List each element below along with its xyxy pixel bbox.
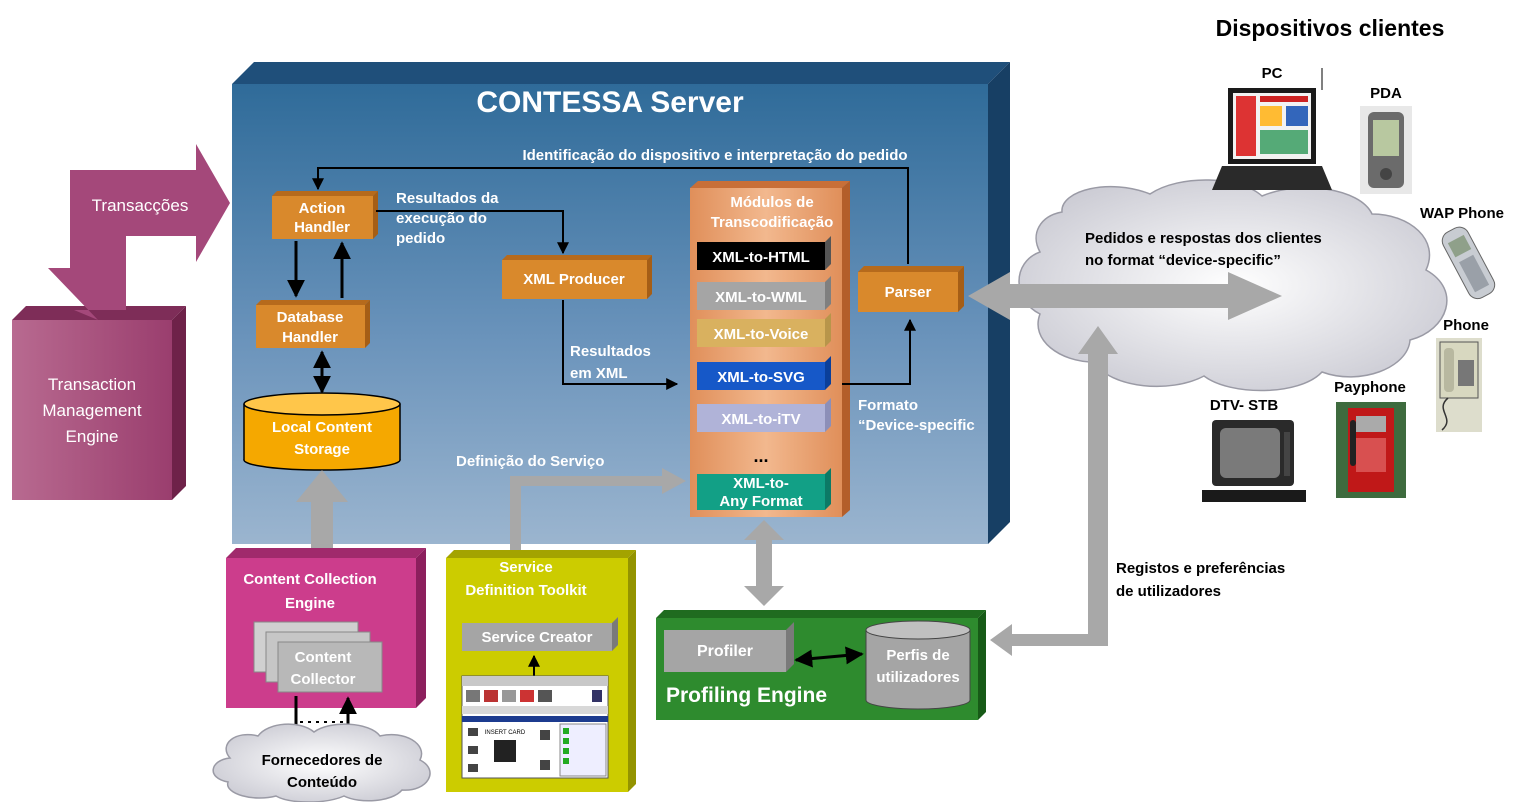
module-xml-to-html: XML-to-HTML: [697, 236, 831, 270]
profiling-engine-label: Profiling Engine: [666, 684, 827, 707]
arrow-cce-to-storage: [296, 470, 348, 548]
arrow-sdt-to-modules: [510, 468, 686, 550]
parser: Parser: [858, 266, 964, 312]
database-handler-label-2: Handler: [282, 329, 338, 346]
registos-label-1: Registos e preferências: [1116, 560, 1285, 577]
device-pc-label: PC: [1262, 65, 1283, 82]
profiles-label-1: Perfis de: [886, 647, 949, 664]
results-exec-2: execução do: [396, 210, 487, 227]
cloud-text-1: Pedidos e respostas dos clientes: [1085, 230, 1322, 247]
modules-title-2: Transcodificação: [711, 214, 834, 231]
toolkit-screenshot-text: INSERT CARD: [485, 730, 526, 736]
device-wap-label: WAP Phone: [1420, 205, 1504, 222]
xml-producer-label: XML Producer: [523, 271, 625, 288]
module-xml-to-voice: XML-to-Voice: [697, 313, 831, 347]
sdt-title-2: Definition Toolkit: [465, 582, 586, 599]
diagram-title: Dispositivos clientes: [1216, 15, 1445, 41]
device-dtv-label: DTV- STB: [1210, 397, 1279, 414]
module-xml-to-itv: XML-to-iTV: [697, 398, 831, 432]
local-content-storage: Local Content Storage: [243, 392, 401, 471]
profiling-engine: Profiler Perfis de utilizadores Profilin…: [656, 610, 986, 720]
module-any-label-1: XML-to-: [733, 475, 789, 492]
action-handler-label-2: Handler: [294, 219, 350, 236]
modules-title-1: Módulos de: [730, 194, 813, 211]
server-title: CONTESSA Server: [476, 86, 744, 119]
module-any-label-2: Any Format: [719, 493, 802, 510]
arrow-modules-profiling: [744, 520, 784, 606]
transactions-label: Transacções: [92, 196, 189, 215]
module-xml-to-wml: XML-to-WML: [697, 276, 831, 310]
action-handler-label-1: Action: [299, 200, 346, 217]
module-wml-label: XML-to-WML: [715, 289, 807, 306]
sdt-title-1: Service: [499, 559, 552, 576]
profiler: Profiler: [664, 622, 794, 672]
modules-ellipsis: ...: [753, 446, 768, 466]
tme-label-1: Transaction: [48, 375, 136, 394]
xml-producer: XML Producer: [502, 255, 652, 299]
results-xml-1: Resultados: [570, 343, 651, 360]
service-creator: Service Creator: [462, 617, 618, 651]
module-svg-label: XML-to-SVG: [717, 369, 805, 386]
pc-laptop-icon: [1212, 68, 1332, 190]
arrow-xmlproducer-to-modules: [562, 300, 679, 390]
cce-title-1: Content Collection: [243, 571, 376, 588]
providers-cloud: Fornecedores de Conteúdo: [212, 723, 431, 803]
arrow-parser-to-action: [312, 167, 909, 264]
tme-label-2: Management: [42, 401, 142, 420]
results-xml-2: em XML: [570, 365, 628, 382]
storage-label-2: Storage: [294, 441, 350, 458]
module-html-label: XML-to-HTML: [712, 249, 809, 266]
format-label-2: “Device-specific: [858, 417, 975, 434]
service-creator-label: Service Creator: [482, 629, 593, 646]
wap-phone-icon: [1441, 226, 1496, 300]
registos-label-2: de utilizadores: [1116, 583, 1221, 600]
service-definition-toolkit: Service Definition Toolkit Service Creat…: [446, 550, 636, 792]
arrow-profiler-profiles: [794, 646, 864, 668]
storage-label-1: Local Content: [272, 419, 372, 436]
toolkit-screenshot: INSERT CARD: [461, 675, 609, 779]
providers-label-1: Fornecedores de: [262, 752, 383, 769]
providers-label-2: Conteúdo: [287, 774, 357, 791]
collector-label-1: Content: [295, 649, 352, 666]
profiles-label-2: utilizadores: [876, 669, 959, 686]
module-voice-label: XML-to-Voice: [714, 326, 809, 343]
arrow-profiling-cloud: [990, 326, 1118, 656]
phone-icon: [1436, 338, 1482, 432]
database-handler: Database Handler: [256, 300, 370, 348]
format-label-1: Formato: [858, 397, 918, 414]
user-profiles-db: Perfis de utilizadores: [865, 620, 971, 710]
pda-icon: [1360, 106, 1412, 194]
transactions-arrow: Transacções: [48, 144, 230, 320]
content-collection-engine: Content Collection Engine Content Collec…: [226, 548, 426, 708]
transcoding-modules: Módulos de Transcodificação XML-to-HTML …: [690, 181, 850, 517]
device-phone-label: Phone: [1443, 317, 1489, 334]
dtv-stb-icon: [1202, 420, 1306, 502]
results-exec-1: Resultados da: [396, 190, 499, 207]
profiler-label: Profiler: [697, 643, 753, 660]
database-handler-label-1: Database: [277, 309, 344, 326]
cce-title-2: Engine: [285, 595, 335, 612]
results-exec-3: pedido: [396, 230, 445, 247]
parser-label: Parser: [885, 284, 932, 301]
device-payphone-label: Payphone: [1334, 379, 1406, 396]
identification-label: Identificação do dispositivo e interpret…: [522, 147, 907, 164]
action-handler: Action Handler: [272, 191, 378, 239]
module-xml-to-any: XML-to- Any Format: [697, 468, 831, 510]
transaction-management-engine: Transaction Management Engine: [12, 306, 186, 500]
service-definition-label: Definição do Serviço: [456, 453, 604, 470]
arrow-action-to-xmlproducer: [376, 210, 569, 255]
module-xml-to-svg: XML-to-SVG: [697, 356, 831, 390]
arrow-modules-to-parser: [842, 318, 916, 385]
collector-label-2: Collector: [290, 671, 355, 688]
tme-label-3: Engine: [66, 427, 119, 446]
cloud-text-2: no format “device-specific”: [1085, 252, 1281, 269]
arrow-parser-cloud: [968, 272, 1282, 320]
device-pda-label: PDA: [1370, 85, 1402, 102]
payphone-icon: [1336, 402, 1406, 498]
module-itv-label: XML-to-iTV: [721, 411, 800, 428]
